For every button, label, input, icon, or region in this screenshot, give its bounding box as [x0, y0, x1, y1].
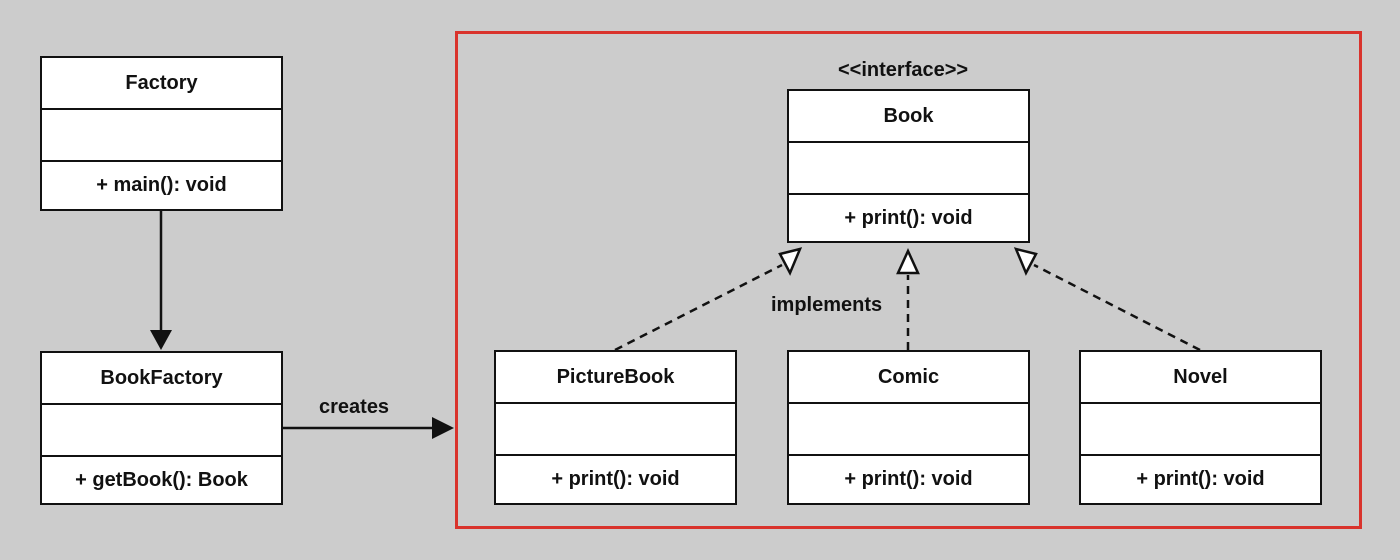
comic-operation: + print(): void: [789, 454, 1028, 503]
picturebook-attributes: [496, 402, 735, 454]
comic-implements-arrow: [896, 247, 920, 350]
creates-arrow: [282, 417, 454, 439]
novel-attributes: [1081, 402, 1320, 454]
book-attributes: [789, 141, 1028, 193]
bookfactory-attributes: [42, 403, 281, 455]
comic-class-name: Comic: [877, 365, 940, 388]
book-package-frame: [455, 31, 1362, 529]
picturebook-implements-arrow: [614, 247, 803, 352]
implements-label: implements: [771, 294, 883, 316]
factory-class-name: Factory: [125, 71, 198, 94]
bookfactory-class: BookFactory + getBook(): Book: [40, 351, 283, 505]
picturebook-operation: + print(): void: [496, 454, 735, 503]
comic-class: Comic + print(): void: [787, 350, 1030, 505]
novel-operation: + print(): void: [1081, 454, 1320, 503]
bookfactory-operation: + getBook(): Book: [42, 455, 281, 503]
comic-attributes: [789, 402, 1028, 454]
book-interface: Book + print(): void: [787, 89, 1030, 243]
book-operation: + print(): void: [789, 193, 1028, 241]
book-interface-name: Book: [883, 104, 934, 127]
factory-operation: + main(): void: [42, 160, 281, 209]
novel-implements-arrow: [1013, 247, 1201, 352]
novel-class-name: Novel: [1173, 365, 1228, 388]
picturebook-class: PictureBook + print(): void: [494, 350, 737, 505]
factory-to-bookfactory-arrow: [150, 210, 172, 350]
bookfactory-class-name: BookFactory: [100, 366, 223, 389]
creates-label: creates: [319, 396, 390, 418]
factory-class: Factory + main(): void: [40, 56, 283, 211]
picturebook-class-name: PictureBook: [556, 365, 675, 388]
interface-stereotype: <<interface>>: [838, 59, 969, 81]
factory-attributes: [42, 108, 281, 160]
novel-class: Novel + print(): void: [1079, 350, 1322, 505]
